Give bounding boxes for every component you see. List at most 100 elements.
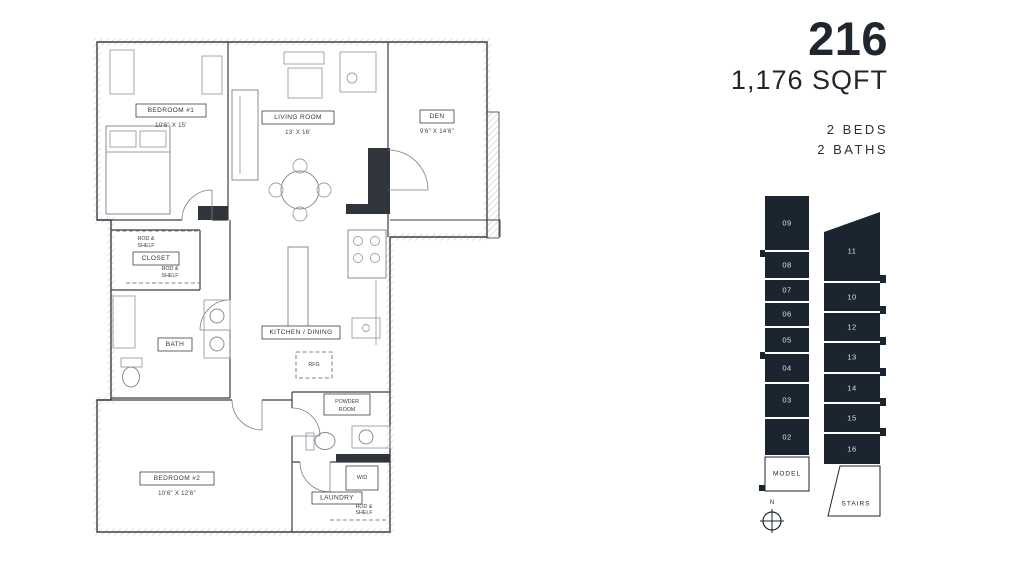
- unit-14-label: 14: [847, 384, 856, 393]
- living-room: LIVING ROOM 13' X 16': [231, 51, 377, 222]
- unit-specs: 2 BEDS 2 BATHS: [731, 120, 888, 160]
- unit-08-label: 08: [782, 261, 791, 270]
- rod-shelf-1-line1: ROD &: [138, 236, 155, 242]
- unit-sqft: 1,176 SQFT: [730, 65, 888, 96]
- laundry-label: LAUNDRY: [320, 495, 354, 502]
- bedroom1-dims: 10'6" X 15': [155, 123, 187, 129]
- unit-02: [765, 419, 809, 455]
- unit-07: [765, 280, 809, 301]
- unit-06: [765, 303, 809, 326]
- unit-14: [824, 374, 880, 402]
- kitchen-label: KITCHEN / DINING: [269, 329, 332, 336]
- left-notch-2: [760, 352, 765, 359]
- bath-label: BATH: [166, 341, 184, 348]
- model-notch: [759, 485, 765, 491]
- unit-15-label: 15: [847, 414, 856, 423]
- unit-11-label: 11: [848, 247, 857, 256]
- bedroom2-dims: 10'6" X 12'6": [158, 491, 196, 497]
- floorplan-drawing: BEDROOM #1 10'6" X 15' LIVING ROOM 13' X…: [93, 38, 501, 536]
- bedroom2: BEDROOM #2 10'6" X 12'6": [139, 471, 215, 497]
- kitchen-label-box: [261, 325, 341, 340]
- bath-label-box: [157, 337, 193, 352]
- unit-baths: 2 BATHS: [817, 142, 888, 158]
- den: DEN 9'6" X 14'6": [419, 109, 455, 135]
- rod-shelf-2-line1: ROD &: [162, 266, 179, 272]
- unit-07-label: 07: [782, 286, 791, 295]
- unit-05-label: 05: [782, 336, 791, 345]
- bedroom1-label-box: [135, 103, 207, 118]
- unit-03-label: 03: [782, 396, 791, 405]
- powder-label-line1: POWDER: [335, 399, 359, 405]
- unit-04: [765, 354, 809, 382]
- right-notch-6: [880, 428, 886, 436]
- stairs-box: [827, 465, 881, 517]
- living-label-box: [261, 110, 335, 125]
- unit-05: [765, 328, 809, 352]
- left-notch-1: [760, 250, 765, 257]
- interior-walls: [97, 42, 390, 532]
- rod-shelf-3-line2: SHELF: [355, 510, 373, 516]
- fridge-outline: [295, 351, 333, 379]
- rod-shelf-3-line1: ROD &: [356, 504, 373, 510]
- unit-03: [765, 384, 809, 417]
- unit-09-label: 09: [782, 219, 791, 228]
- party-wall: [486, 111, 500, 239]
- unit-04-label: 04: [782, 364, 791, 373]
- unit-16: [824, 434, 880, 464]
- rod-shelf-2-line2: SHELF: [161, 273, 179, 279]
- closet-label: CLOSET: [142, 255, 170, 262]
- kitchen-dining: RFG KITCHEN / DINING: [261, 229, 387, 379]
- unit-10-label: 10: [847, 293, 856, 302]
- washer-dryer-box: [345, 465, 379, 491]
- right-notch-3: [880, 337, 886, 345]
- locator-right-column: 11 10 12 13 14 15 16 STAIRS: [824, 212, 886, 517]
- rfg-label: RFG: [308, 362, 319, 368]
- unit-header: 216 1,176 SQFT 2 BEDS 2 BATHS: [731, 14, 888, 161]
- unit-12-label: 12: [847, 323, 856, 332]
- unit-06-label: 06: [782, 310, 791, 319]
- bedroom2-label-box: [139, 471, 215, 486]
- compass-icon: N: [760, 500, 784, 533]
- den-label: DEN: [430, 113, 445, 120]
- unit-10: [824, 283, 880, 311]
- unit-13: [824, 343, 880, 372]
- den-dims: 9'6" X 14'6": [420, 129, 454, 135]
- model-unit-box: [764, 456, 810, 492]
- door-swings: [181, 149, 429, 493]
- stairs-label: STAIRS: [842, 501, 871, 508]
- unit-12: [824, 313, 880, 341]
- unit-13-label: 13: [847, 353, 856, 362]
- right-notch-5: [880, 398, 886, 406]
- living-label: LIVING ROOM: [274, 114, 322, 121]
- bedroom1: BEDROOM #1 10'6" X 15': [105, 49, 223, 215]
- powder-label-line2: ROOM: [339, 407, 355, 413]
- powder-label-box: [323, 393, 371, 416]
- compass-n-label: N: [770, 500, 774, 506]
- powder-room: POWDER ROOM: [305, 393, 391, 451]
- bathroom: BATH: [112, 295, 231, 388]
- closet: ROD & SHELF ROD & SHELF CLOSET: [116, 230, 200, 284]
- closet-label-box: [132, 251, 180, 266]
- den-label-box: [419, 109, 455, 124]
- laundry-label-box: [311, 491, 363, 505]
- unit-08: [765, 252, 809, 278]
- bedroom1-label: BEDROOM #1: [148, 107, 195, 114]
- bedroom2-label: BEDROOM #2: [154, 475, 201, 482]
- wd-label: W/D: [357, 475, 367, 481]
- living-dims: 13' X 16': [285, 130, 311, 136]
- building-locator: 09 08 07 06 05 04 03 02 MODEL 11: [759, 196, 886, 533]
- right-notch-2: [880, 306, 886, 314]
- unit-15: [824, 404, 880, 432]
- unit-11: [824, 212, 880, 281]
- right-notch-4: [880, 368, 886, 376]
- right-notch-1: [880, 275, 886, 283]
- rod-shelf-1-line2: SHELF: [137, 243, 155, 249]
- locator-left-column: 09 08 07 06 05 04 03 02 MODEL: [759, 196, 810, 492]
- model-label: MODEL: [773, 471, 801, 478]
- unit-number: 216: [808, 12, 888, 65]
- unit-02-label: 02: [782, 433, 791, 442]
- unit-09: [765, 196, 809, 250]
- unit-16-label: 16: [847, 445, 856, 454]
- wall-stub: [390, 219, 501, 237]
- unit-beds: 2 BEDS: [826, 122, 888, 138]
